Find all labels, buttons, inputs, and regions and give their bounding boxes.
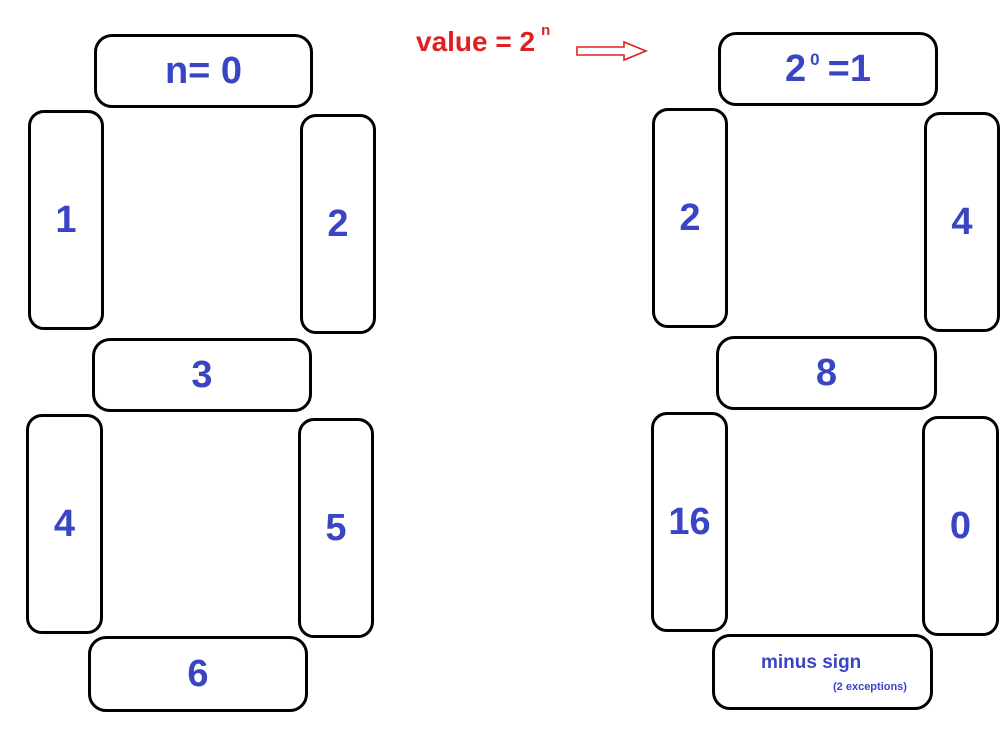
left-segment-middle: 3: [92, 338, 312, 412]
right-segment-lower-left-label: 16: [668, 501, 711, 543]
left-segment-lower-right: 5: [298, 418, 374, 638]
right-segment-middle-label: 8: [815, 352, 838, 394]
left-segment-upper-left-label: 1: [55, 199, 77, 241]
right-segment-upper-right-label: 4: [951, 201, 973, 243]
left-segment-lower-left-label: 4: [53, 503, 76, 545]
exceptions-note: (2 exceptions): [833, 681, 907, 693]
right-segment-middle: 8: [716, 336, 937, 410]
right-segment-top-base: 2: [785, 48, 807, 90]
right-arrow-icon: [576, 40, 648, 62]
left-segment-upper-left: 1: [28, 110, 104, 330]
right-segment-upper-left-label: 2: [679, 197, 701, 239]
right-segment-upper-right: 4: [924, 112, 1000, 332]
left-segment-middle-label: 3: [191, 354, 213, 396]
formula-exponent: n: [541, 21, 551, 39]
right-segment-lower-right-label: 0: [949, 505, 972, 547]
right-segment-lower-right: 0: [922, 416, 999, 636]
left-segment-top-label: n= 0: [164, 50, 243, 92]
left-segment-upper-right-label: 2: [327, 203, 349, 245]
left-segment-bottom-label: 6: [187, 653, 209, 695]
left-segment-top: n= 0: [94, 34, 313, 108]
right-segment-top-exponent: 0: [810, 49, 820, 69]
left-segment-lower-left: 4: [26, 414, 103, 634]
right-segment-lower-left: 16: [651, 412, 728, 632]
right-segment-upper-left: 2: [652, 108, 728, 328]
left-segment-upper-right: 2: [300, 114, 376, 334]
right-segment-top-result: =1: [827, 48, 871, 90]
formula: value = 2 n: [416, 23, 550, 57]
right-segment-bottom: minus sign (2 exceptions): [712, 634, 933, 710]
left-segment-lower-right-label: 5: [325, 507, 347, 549]
minus-sign-label: minus sign: [761, 652, 862, 673]
left-segment-bottom: 6: [88, 636, 308, 712]
formula-text: value = 2: [416, 26, 536, 57]
